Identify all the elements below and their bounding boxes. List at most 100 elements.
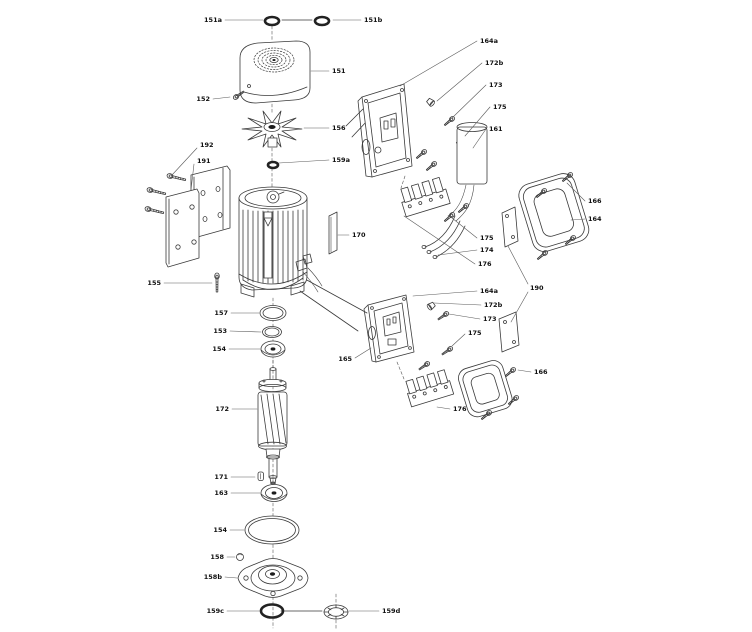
circlip-153 [262,326,282,338]
part-label-172b: 172b [484,301,503,309]
terminal-box-cover-164 [518,173,590,252]
terminal-screws-175 [442,202,470,224]
part-label-151b: 151b [364,16,383,24]
terminal-box-165 [363,294,415,363]
rotor-172 [257,367,288,485]
lead-wires-174 [421,215,466,259]
part-label-192: 192 [200,141,214,149]
cable-gland-172b-upper [425,97,436,108]
part-label-153: 153 [213,327,227,335]
leader-line-164 [570,218,586,221]
leader-line-173 [448,313,481,320]
part-label-166: 166 [534,368,548,376]
mounting-bracket-191 [165,165,231,268]
fan-cover [239,40,311,104]
part-label-159a: 159a [332,156,350,164]
part-label-172b: 172b [485,59,504,67]
screw-173-lower [436,310,450,322]
ball-158 [236,553,244,561]
gasket-190-lower [498,311,520,353]
part-label-175: 175 [493,103,507,111]
screw-175-lower [417,345,454,372]
part-label-155: 155 [147,279,161,287]
leader-line-153 [229,330,262,333]
part-label-173: 173 [483,315,497,323]
leader-line-172b [433,302,482,306]
bearing-flange-158b [237,558,309,598]
part-label-158: 158 [210,553,224,561]
leader-line-164a [399,40,478,87]
leader-line-191 [190,163,195,191]
part-label-170: 170 [352,231,366,239]
washer-157 [259,305,287,321]
bolt-155 [214,272,220,293]
leader-line-175 [451,217,478,239]
leader-line-176 [403,215,476,265]
leader-line-175 [464,106,491,137]
part-label-161: 161 [489,125,503,133]
seal-ring-154 [244,515,300,545]
leader-line-175 [451,333,466,347]
part-label-151a: 151a [204,16,222,24]
part-label-152: 152 [196,95,210,103]
leader-line-161 [472,128,487,149]
part-label-163: 163 [214,489,228,497]
terminal-block-176-upper [400,177,451,218]
leader-line-166 [566,182,586,202]
leader-line-190 [507,245,529,285]
leader-line-164a [412,290,478,297]
part-label-175: 175 [468,329,482,337]
lock-washer-159d [323,604,349,620]
retaining-ring-159a [266,160,280,170]
part-label-175: 175 [480,234,494,242]
part-label-173: 173 [489,81,503,89]
stator-body [238,186,323,298]
terminal-block-176-lower [405,369,455,408]
nameplate-170 [328,211,338,255]
part-label-151: 151 [332,67,346,75]
o-ring-159c [259,603,285,619]
part-label-159c: 159c [207,607,225,615]
bearing-154 [260,340,286,358]
leader-line-173 [451,84,487,119]
terminal-box-cover-lower [458,360,513,418]
part-label-158b: 158b [204,573,223,581]
gasket-190-upper [501,206,519,248]
leader-line-190 [510,291,529,323]
part-label-172: 172 [215,405,229,413]
part-label-164a: 164a [480,37,498,45]
terminal-box-upper [357,83,413,178]
washer-151a [263,15,281,27]
washer-151b [313,15,331,27]
leader-line-166 [517,369,532,373]
leader-line-158b [224,576,238,579]
part-label-174: 174 [480,246,494,254]
part-label-156: 156 [332,124,346,132]
bearing-163 [260,484,288,502]
part-label-166: 166 [588,197,602,205]
leader-line-152 [212,96,231,100]
part-label-164: 164 [588,215,602,223]
shaft-key-171 [257,471,264,481]
capacitor-161 [447,122,488,222]
leader-line-172b [436,62,483,102]
leader-line-176 [436,406,451,410]
leader-line-165 [354,347,372,359]
screw-173-upper [442,115,456,128]
part-label-154: 154 [212,345,226,353]
part-label-190: 190 [530,284,544,292]
part-label-176: 176 [453,405,467,413]
part-label-159d: 159d [382,607,401,615]
part-label-154: 154 [213,526,227,534]
connector-lines [280,19,368,612]
cooling-fan [241,110,303,148]
part-label-176: 176 [478,260,492,268]
part-label-157: 157 [214,309,228,317]
leader-line-159a [278,159,330,164]
part-label-165: 165 [338,355,352,363]
part-label-171: 171 [214,473,228,481]
leader-line-192 [171,147,198,176]
